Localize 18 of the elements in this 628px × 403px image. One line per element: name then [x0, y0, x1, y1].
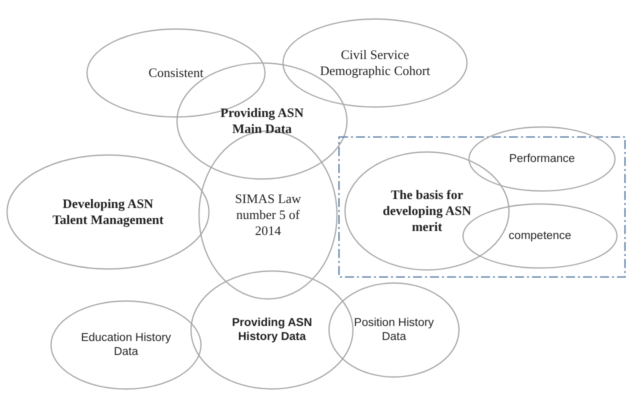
oval-label: Providing ASN Main Data — [219, 104, 305, 138]
oval-shape — [468, 126, 616, 192]
oval-label: competence — [508, 228, 572, 244]
oval-shape — [344, 151, 510, 271]
oval-label: SIMAS Law number 5 of 2014 — [234, 190, 302, 240]
oval-label: Civil Service Demographic Cohort — [318, 46, 432, 80]
oval-label: Providing ASN History Data — [230, 316, 314, 344]
oval-shape — [50, 300, 202, 390]
oval-label: Consistent — [148, 64, 204, 82]
oval-shape — [190, 270, 354, 390]
oval-label: Position History Data — [353, 316, 435, 344]
oval-label: Education History Data — [80, 330, 172, 360]
oval-shape — [6, 154, 210, 270]
oval-shape — [282, 18, 468, 108]
oval-label: Performance — [509, 152, 575, 166]
oval-label: The basis for developing ASN merit — [382, 186, 472, 236]
oval-label: Developing ASN Talent Management — [51, 196, 165, 228]
oval-shape — [328, 282, 460, 378]
